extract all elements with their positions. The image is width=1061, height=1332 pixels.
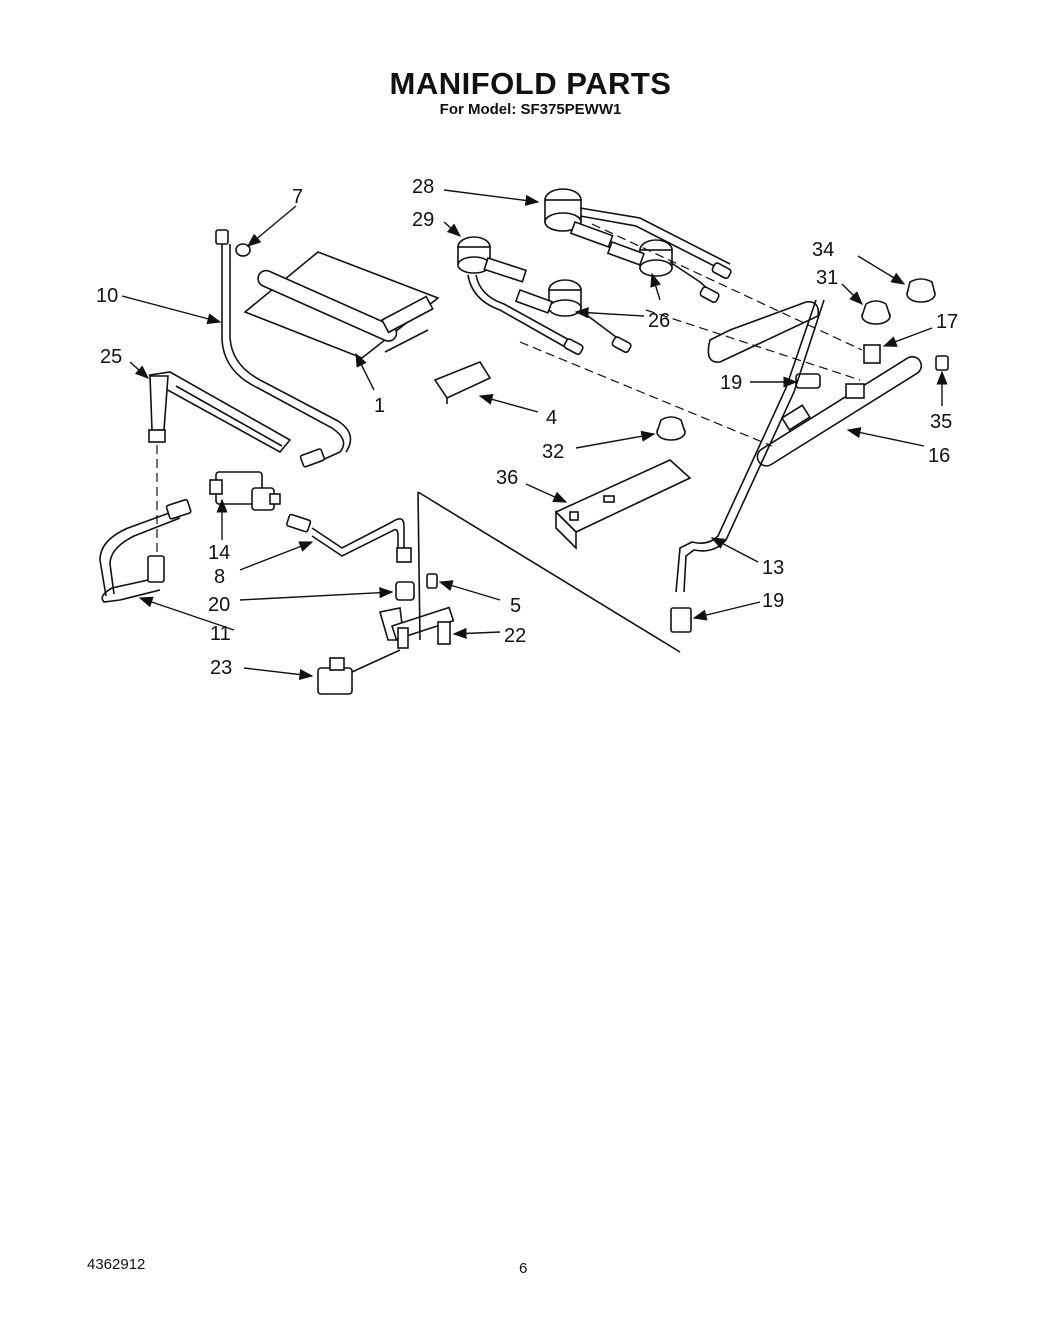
broil-burner-part-25 — [148, 371, 292, 555]
panel-part-36 — [554, 459, 692, 550]
tube-part-13 — [670, 299, 825, 633]
document-number: 4362912 — [87, 1256, 146, 1273]
callout-22: 22 — [504, 625, 526, 647]
assembly-boundary — [417, 491, 681, 653]
callout-19-top: 19 — [720, 372, 742, 394]
bracket-part-4 — [433, 361, 492, 404]
broil-tube-part-11 — [99, 498, 192, 603]
model-subtitle: For Model: SF375PEWW1 — [439, 101, 622, 118]
callout-29: 29 — [412, 209, 434, 231]
tube-part-8 — [286, 513, 412, 563]
surface-burners — [457, 188, 732, 356]
page-number: 6 — [519, 1260, 528, 1277]
page-title: MANIFOLD PARTS — [389, 66, 672, 101]
regulator-assembly — [317, 573, 455, 695]
callout-35: 35 — [930, 411, 952, 433]
callout-4: 4 — [546, 407, 557, 429]
bake-burner-part-1 — [243, 251, 440, 359]
dashed-connectors — [519, 223, 863, 447]
callout-5: 5 — [510, 595, 521, 617]
callout-11: 11 — [210, 623, 231, 645]
callout-7: 7 — [292, 186, 303, 208]
callout-31: 31 — [816, 267, 838, 289]
callout-8: 8 — [214, 566, 225, 588]
callout-17: 17 — [936, 311, 958, 333]
callout-19-bottom: 19 — [762, 590, 784, 612]
bake-tube-part-10 — [215, 229, 352, 468]
callout-10: 10 — [96, 285, 118, 307]
callout-13: 13 — [762, 557, 784, 579]
callout-20: 20 — [208, 594, 230, 616]
callout-1: 1 — [374, 395, 385, 417]
callout-34: 34 — [812, 239, 834, 261]
oven-valve-part-14 — [209, 471, 281, 511]
callout-25: 25 — [100, 346, 122, 368]
leader-lines — [121, 189, 948, 681]
callout-labels: 7 10 25 1 4 14 8 20 5 11 22 23 28 29 26 … — [96, 176, 958, 679]
callout-28: 28 — [412, 176, 434, 198]
callout-14: 14 — [208, 542, 230, 564]
callout-26: 26 — [648, 310, 670, 332]
callout-36: 36 — [496, 467, 518, 489]
knobs — [656, 278, 936, 441]
callout-16: 16 — [928, 445, 950, 467]
callout-32: 32 — [542, 441, 564, 463]
callout-23: 23 — [210, 657, 232, 679]
manifold-pipe-part-16 — [707, 300, 949, 467]
